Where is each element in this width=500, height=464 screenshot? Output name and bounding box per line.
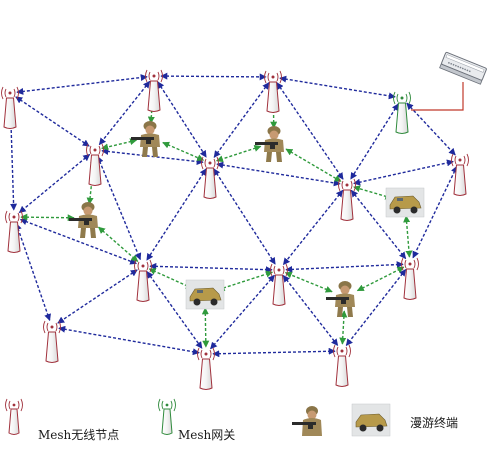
roaming-link xyxy=(215,145,262,163)
mesh-link xyxy=(212,347,336,358)
mesh-link xyxy=(16,74,148,95)
mesh-link xyxy=(157,81,207,158)
roaming-terminals xyxy=(69,121,425,317)
mesh-link xyxy=(149,262,273,274)
mesh-link xyxy=(285,261,404,273)
mesh-nodes xyxy=(1,69,469,390)
roaming-link xyxy=(20,213,75,222)
mesh-node-tower-icon xyxy=(264,70,282,113)
mesh-node-tower-icon xyxy=(86,143,104,186)
soldier-terminal-icon xyxy=(69,202,98,238)
gateway-uplink xyxy=(411,82,464,111)
mesh-link xyxy=(101,148,204,165)
mesh-link xyxy=(6,99,18,211)
roaming-link xyxy=(403,215,413,258)
legend-node-icon xyxy=(5,398,23,435)
roaming-link xyxy=(339,310,348,345)
mesh-link xyxy=(96,155,142,261)
legend-gateway-label: Mesh网关 xyxy=(178,428,235,442)
mesh-node-tower-icon xyxy=(1,86,19,129)
legend-node-label: Mesh无线节点 xyxy=(38,428,119,442)
legend: Mesh无线节点 Mesh网关 漫游终端 xyxy=(5,398,458,442)
mesh-node-tower-icon xyxy=(134,259,152,302)
soldier-terminal-icon xyxy=(131,121,160,157)
mesh-link xyxy=(216,161,341,187)
mesh-link xyxy=(213,82,270,158)
legend-roaming-label: 漫游终端 xyxy=(410,415,458,430)
mesh-node-tower-icon xyxy=(43,320,61,363)
mesh-gateway-tower-icon xyxy=(393,91,411,134)
roaming-link xyxy=(98,226,139,262)
roaming-link xyxy=(356,266,405,292)
mesh-node-tower-icon xyxy=(197,347,215,390)
soldier-terminal-icon xyxy=(326,281,355,317)
vehicle-terminal-icon xyxy=(385,187,425,218)
mesh-node-tower-icon xyxy=(5,210,23,253)
mesh-link xyxy=(57,269,138,324)
mesh-node-tower-icon xyxy=(270,263,288,306)
mesh-node-tower-icon xyxy=(145,69,163,112)
mesh-node-tower-icon xyxy=(201,156,219,199)
mesh-link xyxy=(15,96,90,147)
legend-gateway-icon xyxy=(158,398,176,435)
mesh-link xyxy=(213,168,276,265)
mesh-link xyxy=(353,159,454,186)
roaming-link xyxy=(284,271,333,293)
mesh-link xyxy=(350,103,399,180)
roaming-link xyxy=(162,141,205,161)
roaming-link xyxy=(101,138,138,151)
server-rack-icon xyxy=(439,51,487,85)
soldier-terminal-icon xyxy=(255,126,284,162)
mesh-node-tower-icon xyxy=(333,344,351,387)
roaming-link xyxy=(285,148,342,183)
roaming-link xyxy=(201,307,210,348)
mesh-link xyxy=(282,274,339,347)
roaming-link xyxy=(86,156,98,205)
roaming-link xyxy=(353,185,393,200)
mesh-link xyxy=(160,72,267,81)
mesh-link xyxy=(276,82,344,180)
mesh-link xyxy=(18,153,91,214)
mesh-link xyxy=(15,222,51,322)
roaming-link xyxy=(217,270,274,292)
roaming-links xyxy=(20,82,413,348)
mesh-link xyxy=(279,75,396,100)
mesh-link xyxy=(412,165,458,259)
mesh-link xyxy=(350,189,407,260)
mesh-node-tower-icon xyxy=(401,257,419,300)
vehicle-terminal-icon xyxy=(185,279,225,310)
mesh-link xyxy=(58,325,200,356)
mesh-link xyxy=(406,102,456,156)
mesh-node-tower-icon xyxy=(451,153,469,196)
mesh-link xyxy=(146,168,207,261)
mesh-node-tower-icon xyxy=(338,178,356,221)
mesh-link xyxy=(282,189,344,266)
legend-vehicle-icon xyxy=(351,403,391,437)
legend-soldier-icon xyxy=(292,406,322,436)
roaming-link xyxy=(148,268,193,289)
mesh-link xyxy=(98,80,151,146)
